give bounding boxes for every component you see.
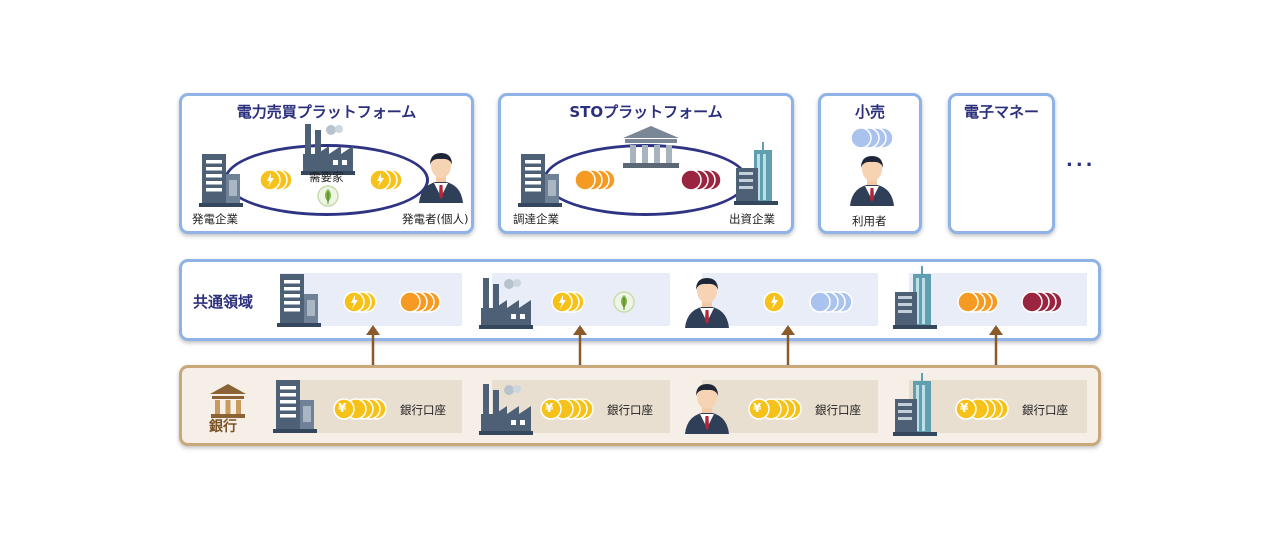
common-area-label: 共通領域 — [193, 293, 254, 311]
common-tower-icon — [892, 265, 938, 330]
individual-producer-label: 発電者(個人) — [402, 212, 469, 226]
retail-title: 小売 — [854, 103, 885, 121]
power-coin-left-icon — [259, 169, 293, 191]
yen-symbol-4: ¥ — [960, 401, 969, 415]
common-power-coin-icon-2 — [551, 291, 585, 313]
investing-company-label: 出資企業 — [729, 212, 775, 226]
emoney-panel: 電子マネー — [948, 93, 1055, 234]
yen-symbol-3: ¥ — [753, 401, 762, 415]
investing-company-tower-icon — [733, 141, 779, 206]
bank-account-label-1: 銀行口座 — [400, 403, 446, 417]
bank-panel: 銀行 ¥ ¥ ¥ ¥ 銀行口座 銀行口座 銀行口座 銀行口座 — [179, 365, 1101, 446]
common-leaf-coin-icon — [613, 291, 635, 313]
power-company-building-icon — [199, 154, 243, 207]
bank-account-label-3: 銀行口座 — [815, 403, 861, 417]
yen-coin-stack-icon-3 — [748, 398, 802, 420]
exchange-temple-icon — [623, 126, 679, 168]
retail-user-person-icon — [850, 156, 894, 206]
retail-user-label: 利用者 — [852, 214, 887, 228]
bank-factory-icon — [479, 384, 533, 435]
sto-orange-coin-icon — [574, 169, 616, 191]
bank-building-icon — [210, 384, 246, 418]
procuring-company-building-icon — [518, 154, 562, 207]
more-ellipsis: ... — [1066, 150, 1096, 171]
power-platform-title: 電力売買プラットフォーム — [236, 103, 417, 121]
bank-company-building-icon — [273, 380, 317, 433]
common-crimson-coin-icon — [1021, 291, 1063, 313]
power-coin-right-icon — [369, 169, 403, 191]
yen-coin-stack-icon-4 — [955, 398, 1009, 420]
common-area-panel: 共通領域 — [179, 259, 1101, 341]
bank-label: 銀行 — [209, 419, 237, 435]
common-building-icon — [277, 274, 321, 327]
consumer-label: 需要家 — [309, 170, 344, 184]
individual-producer-person-icon — [419, 153, 463, 203]
yen-symbol-1: ¥ — [338, 401, 347, 415]
yen-symbol-2: ¥ — [545, 401, 554, 415]
common-power-coin-icon-3 — [763, 291, 785, 313]
sto-platform-title: STOプラットフォーム — [569, 103, 723, 121]
sto-crimson-coin-icon — [680, 169, 722, 191]
bank-account-label-4: 銀行口座 — [1022, 403, 1068, 417]
common-factory-icon — [479, 278, 533, 329]
bank-tower-icon — [892, 372, 938, 437]
common-power-coin-icon — [343, 291, 377, 313]
common-orange-coin-icon — [399, 291, 441, 313]
emoney-title: 電子マネー — [963, 103, 1039, 121]
sto-platform-panel: STOプラットフォーム 調達企業 出資企業 — [498, 93, 794, 234]
power-platform-panel: 電力売買プラットフォーム 発電企業 需要家 発電者(個人) — [179, 93, 474, 234]
green-leaf-coin-icon — [317, 185, 339, 207]
procuring-company-label: 調達企業 — [513, 212, 559, 226]
yen-coin-stack-icon-1 — [333, 398, 387, 420]
bank-account-label-2: 銀行口座 — [607, 403, 653, 417]
power-company-label: 発電企業 — [192, 212, 238, 226]
common-blue-coin-icon — [809, 291, 853, 313]
retail-blue-coin-icon — [850, 127, 894, 149]
common-orange-coin-icon-2 — [957, 291, 999, 313]
common-person-icon — [685, 278, 729, 328]
bank-person-icon — [685, 384, 729, 434]
retail-panel: 小売 利用者 — [818, 93, 922, 234]
yen-coin-stack-icon-2 — [540, 398, 594, 420]
